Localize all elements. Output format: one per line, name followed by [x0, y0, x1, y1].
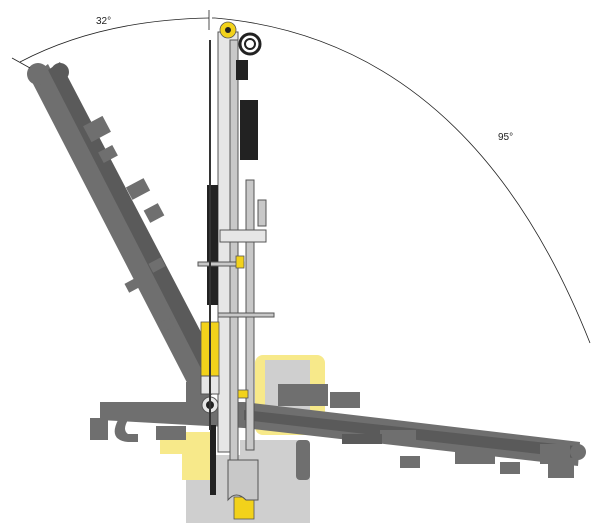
mast-head — [209, 21, 262, 430]
tilted-boom-left — [27, 62, 226, 404]
angle-indicator: 32° 95° — [11, 10, 591, 344]
vertical-mast — [197, 31, 275, 520]
arc-95-degrees — [214, 17, 591, 344]
angle-label-right: 95° — [498, 132, 513, 143]
sheave-wheel-left — [27, 63, 49, 85]
hydraulic-hose — [207, 185, 218, 305]
boom-foot-left — [90, 418, 108, 440]
tilted-boom-right — [90, 384, 586, 480]
arc-32-degrees — [19, 17, 210, 63]
angle-label-left: 32° — [96, 16, 111, 27]
sheave-wheel-right — [570, 444, 586, 460]
